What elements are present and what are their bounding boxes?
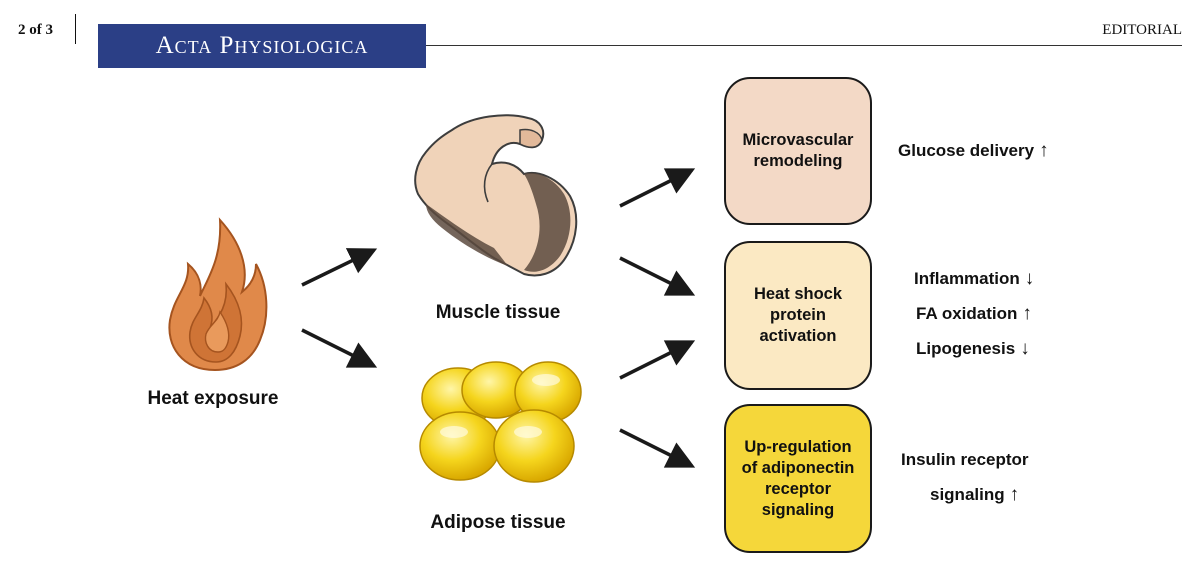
up-arrow-icon: ↑ — [1039, 140, 1049, 161]
box-line: protein — [770, 306, 826, 324]
effect-text: Lipogenesis — [916, 339, 1016, 358]
effect-lipogenesis: Lipogenesis↓ — [916, 338, 1030, 360]
effect-text: Inflammation — [914, 269, 1020, 288]
box-line: activation — [759, 327, 837, 345]
box-line: signaling — [761, 500, 835, 519]
effect-glucose-delivery: Glucose delivery↑ — [898, 140, 1049, 162]
effect-text: signaling — [930, 485, 1005, 504]
microvascular-remodeling-box: Microvascular remodeling — [724, 77, 872, 225]
arrow-muscle-to-hsp — [619, 256, 696, 296]
effect-insulin-receptor: Insulin receptor — [901, 450, 1029, 470]
box-line: remodeling — [753, 152, 843, 170]
down-arrow-icon: ↓ — [1024, 268, 1035, 289]
box-line: receptor — [764, 479, 832, 498]
heat-exposure-label: Heat exposure — [147, 388, 279, 409]
arrow-adipose-to-hsp — [619, 340, 696, 380]
page-number: 2 of 3 — [18, 22, 53, 38]
adiponectin-receptor-box: Up-regulation of adiponectin receptor si… — [724, 404, 872, 553]
effect-text: Insulin receptor — [901, 450, 1029, 469]
arrow-adipose-to-adiponectin — [619, 428, 696, 468]
box-line: Heat shock — [753, 285, 843, 303]
header-rule — [98, 45, 1182, 46]
effect-text: Glucose delivery — [898, 141, 1035, 160]
muscle-tissue-label: Muscle tissue — [435, 302, 561, 323]
effect-inflammation: Inflammation↓ — [914, 268, 1034, 290]
arrow-heat-to-adipose — [301, 328, 378, 368]
flexed-arm-icon — [414, 114, 578, 277]
box-line: Microvascular — [742, 131, 854, 149]
down-arrow-icon: ↓ — [1020, 338, 1030, 359]
journal-banner: Acta Physiologica — [98, 24, 426, 68]
flame-icon — [168, 217, 268, 372]
arrow-muscle-to-microvascular — [619, 168, 696, 208]
header-divider — [75, 14, 76, 44]
effect-fa-oxidation: FA oxidation↑ — [916, 303, 1032, 325]
effect-text: FA oxidation — [916, 304, 1018, 323]
section-label: EDITORIAL — [1102, 22, 1182, 38]
fat-cells-icon — [419, 361, 582, 483]
adipose-tissue-label: Adipose tissue — [430, 512, 566, 533]
journal-name: Acta Physiologica — [155, 32, 369, 59]
arrow-heat-to-muscle — [301, 248, 378, 287]
up-arrow-icon: ↑ — [1009, 484, 1020, 505]
box-line: Up-regulation — [744, 437, 852, 456]
up-arrow-icon: ↑ — [1022, 303, 1032, 324]
box-line: of adiponectin — [741, 458, 855, 477]
heat-shock-protein-box: Heat shock protein activation — [724, 241, 872, 390]
effect-signaling: signaling↑ — [930, 484, 1019, 506]
